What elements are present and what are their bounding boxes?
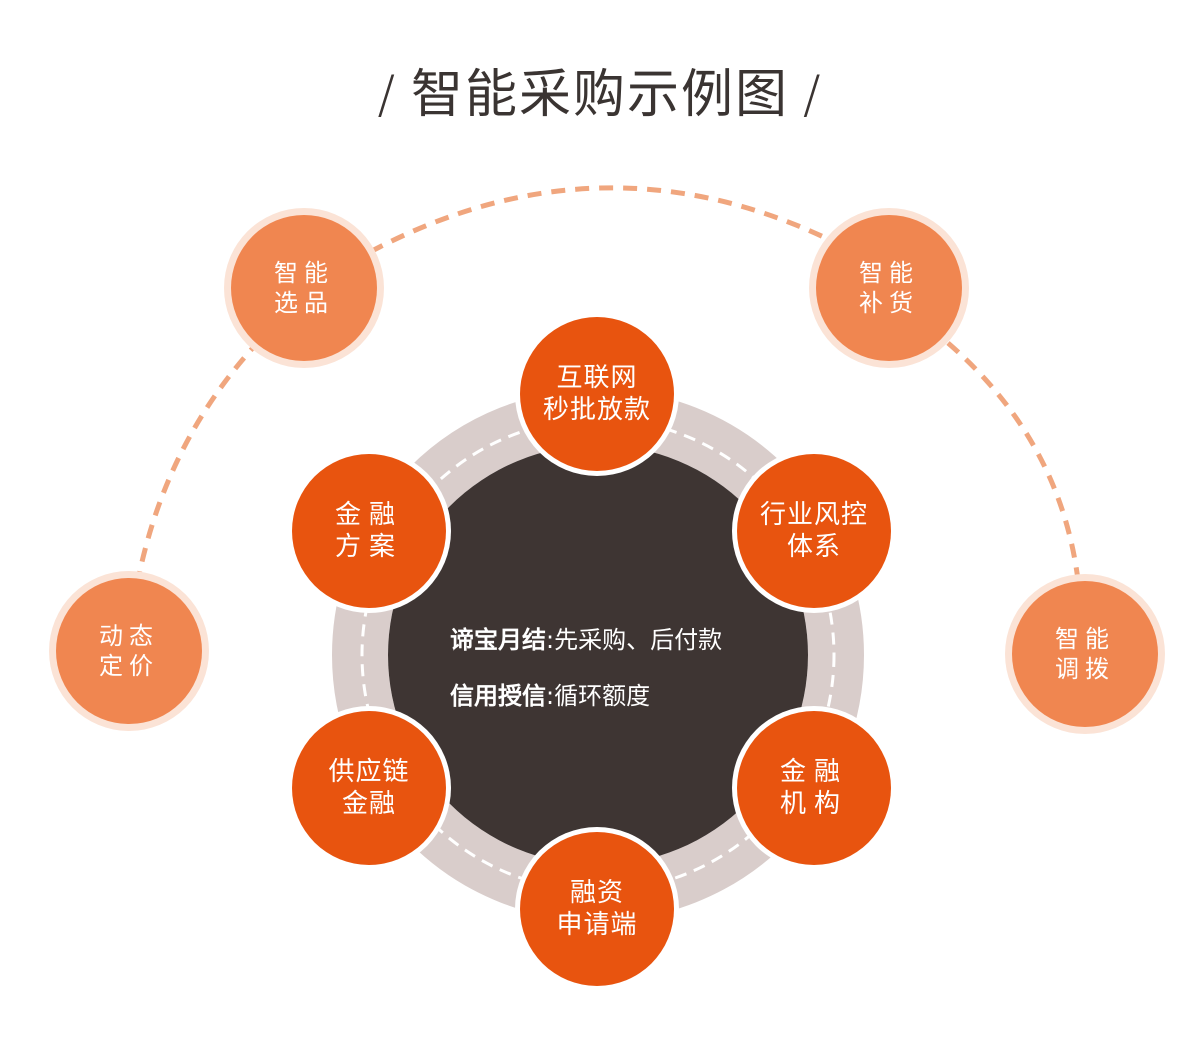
center-core <box>388 445 808 865</box>
node-label: 智能 <box>274 259 334 287</box>
node-label: 智能 <box>859 259 919 287</box>
center-line-2-value: :循环额度 <box>546 682 651 710</box>
node-label: 机构 <box>779 789 848 819</box>
node-label: 调拨 <box>1055 655 1115 683</box>
node-internet-loan: 互联网 秒批放款 <box>520 317 674 471</box>
title-text: 智能采购示例图 <box>410 65 789 125</box>
node-financing-client: 融资 申请端 <box>520 832 674 986</box>
node-label: 定价 <box>99 652 159 680</box>
node-supply-chain-finance: 供应链 金融 <box>292 711 446 865</box>
node-label: 金融 <box>341 789 396 819</box>
node-smart-allocation: 智能 调拨 <box>1012 581 1158 727</box>
node-label: 金融 <box>334 499 403 530</box>
node-smart-replenish: 智能 补货 <box>816 215 962 361</box>
node-label: 补货 <box>859 289 919 317</box>
center-line-1-key: 谛宝月结 <box>450 626 546 654</box>
node-label: 金融 <box>779 756 848 787</box>
node-label: 智能 <box>1055 625 1115 653</box>
dashed-arc-left <box>134 336 264 586</box>
center-line-2: 信用授信:循环额度 <box>450 676 650 711</box>
node-smart-selection: 智能 选品 <box>231 215 377 361</box>
center-line-2-key: 信用授信 <box>450 682 546 710</box>
node-label: 选品 <box>274 289 334 317</box>
node-label: 体系 <box>786 532 841 562</box>
dashed-arc-right <box>946 341 1081 581</box>
node-label: 互联网 <box>556 362 638 393</box>
node-label: 行业风控 <box>759 499 868 530</box>
center-line-1-value: :先采购、后付款 <box>546 626 723 654</box>
node-label: 供应链 <box>328 756 410 787</box>
node-label: 融资 <box>569 877 624 908</box>
dashed-arc-top <box>368 185 832 255</box>
node-label: 方案 <box>334 532 403 562</box>
title-slash-left: / <box>377 65 397 125</box>
title-slash-right: / <box>803 65 823 125</box>
node-dynamic-pricing: 动态 定价 <box>56 578 202 724</box>
node-risk-control: 行业风控 体系 <box>737 454 891 608</box>
node-label: 动态 <box>99 622 159 650</box>
center-line-1: 谛宝月结:先采购、后付款 <box>450 620 722 655</box>
node-label: 秒批放款 <box>542 395 651 425</box>
node-label: 申请端 <box>556 910 638 940</box>
page-title: /智能采购示例图/ <box>0 52 1200 127</box>
node-financial-institution: 金融 机构 <box>737 711 891 865</box>
node-finance-plan: 金融 方案 <box>292 454 446 608</box>
